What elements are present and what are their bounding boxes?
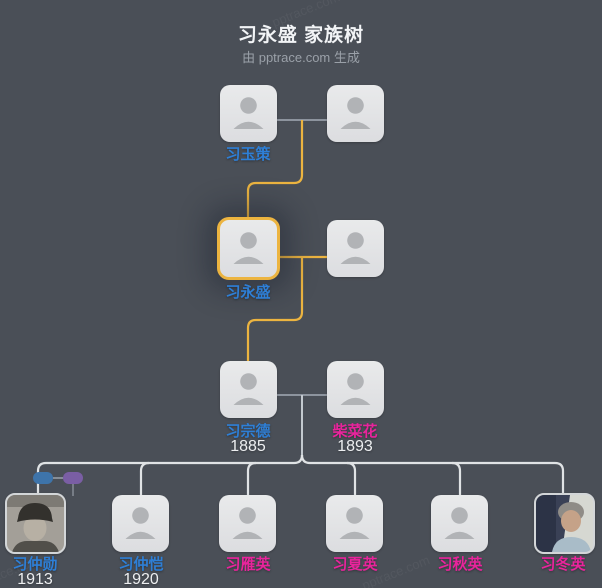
person-card-gen1-left[interactable] <box>220 85 277 142</box>
person-card-child-1[interactable] <box>5 493 66 554</box>
person-silhouette-icon <box>340 97 371 129</box>
person-name-label: 习秋英 <box>437 556 483 573</box>
page-title: 习永盛 家族树 <box>237 25 365 46</box>
collapsed-node-badge-blue[interactable] <box>33 472 53 484</box>
person-card-child-4[interactable] <box>326 495 383 552</box>
collapsed-node-badge-purple[interactable] <box>63 472 83 484</box>
person-birth-year: 1913 <box>17 571 53 588</box>
person-card-gen3-left[interactable] <box>220 361 277 418</box>
child-drop-5 <box>451 461 462 496</box>
person-card-gen2-left-highlighted[interactable] <box>217 217 280 280</box>
child-drop-4 <box>346 461 357 496</box>
person-name-label: 习宗德 <box>225 423 271 440</box>
lineage-line-gen1-gen2 <box>246 120 304 220</box>
child-drop-2 <box>139 461 150 496</box>
person-silhouette-icon <box>233 373 264 405</box>
person-silhouette-icon <box>340 373 371 405</box>
person-silhouette-icon <box>233 232 264 264</box>
lineage-line-gen2-gen3 <box>246 257 304 361</box>
person-silhouette-icon <box>340 232 371 264</box>
person-silhouette-icon <box>444 507 475 539</box>
children-bus-left <box>36 454 304 496</box>
person-name-label: 习冬英 <box>540 556 586 573</box>
person-birth-year: 1885 <box>230 438 266 455</box>
children-bus-right <box>300 454 565 494</box>
person-name-label: 习仲恺 <box>118 556 164 573</box>
person-card-child-6[interactable] <box>534 493 595 554</box>
person-card-gen2-right[interactable] <box>327 220 384 277</box>
person-name-label: 习夏英 <box>332 556 378 573</box>
person-card-child-5[interactable] <box>431 495 488 552</box>
person-name-label: 柴菜花 <box>332 423 378 440</box>
person-silhouette-icon <box>232 507 263 539</box>
person-card-child-3[interactable] <box>219 495 276 552</box>
photo-portrait-color <box>536 495 593 552</box>
person-card-child-2[interactable] <box>112 495 169 552</box>
person-name-label: 习永盛 <box>225 284 271 301</box>
person-name-label: 习仲勋 <box>12 556 58 573</box>
page-subtitle: 由 pptrace.com 生成 <box>242 50 360 65</box>
person-card-gen1-right[interactable] <box>327 85 384 142</box>
person-silhouette-icon <box>339 507 370 539</box>
person-birth-year: 1920 <box>123 571 159 588</box>
photo-portrait-bw <box>7 495 64 552</box>
person-birth-year: 1893 <box>337 438 373 455</box>
person-silhouette-icon <box>233 97 264 129</box>
person-silhouette-icon <box>125 507 156 539</box>
person-name-label: 习雁英 <box>225 556 271 573</box>
child-drop-3 <box>246 461 257 496</box>
person-card-gen3-right[interactable] <box>327 361 384 418</box>
person-name-label: 习玉策 <box>225 146 271 163</box>
